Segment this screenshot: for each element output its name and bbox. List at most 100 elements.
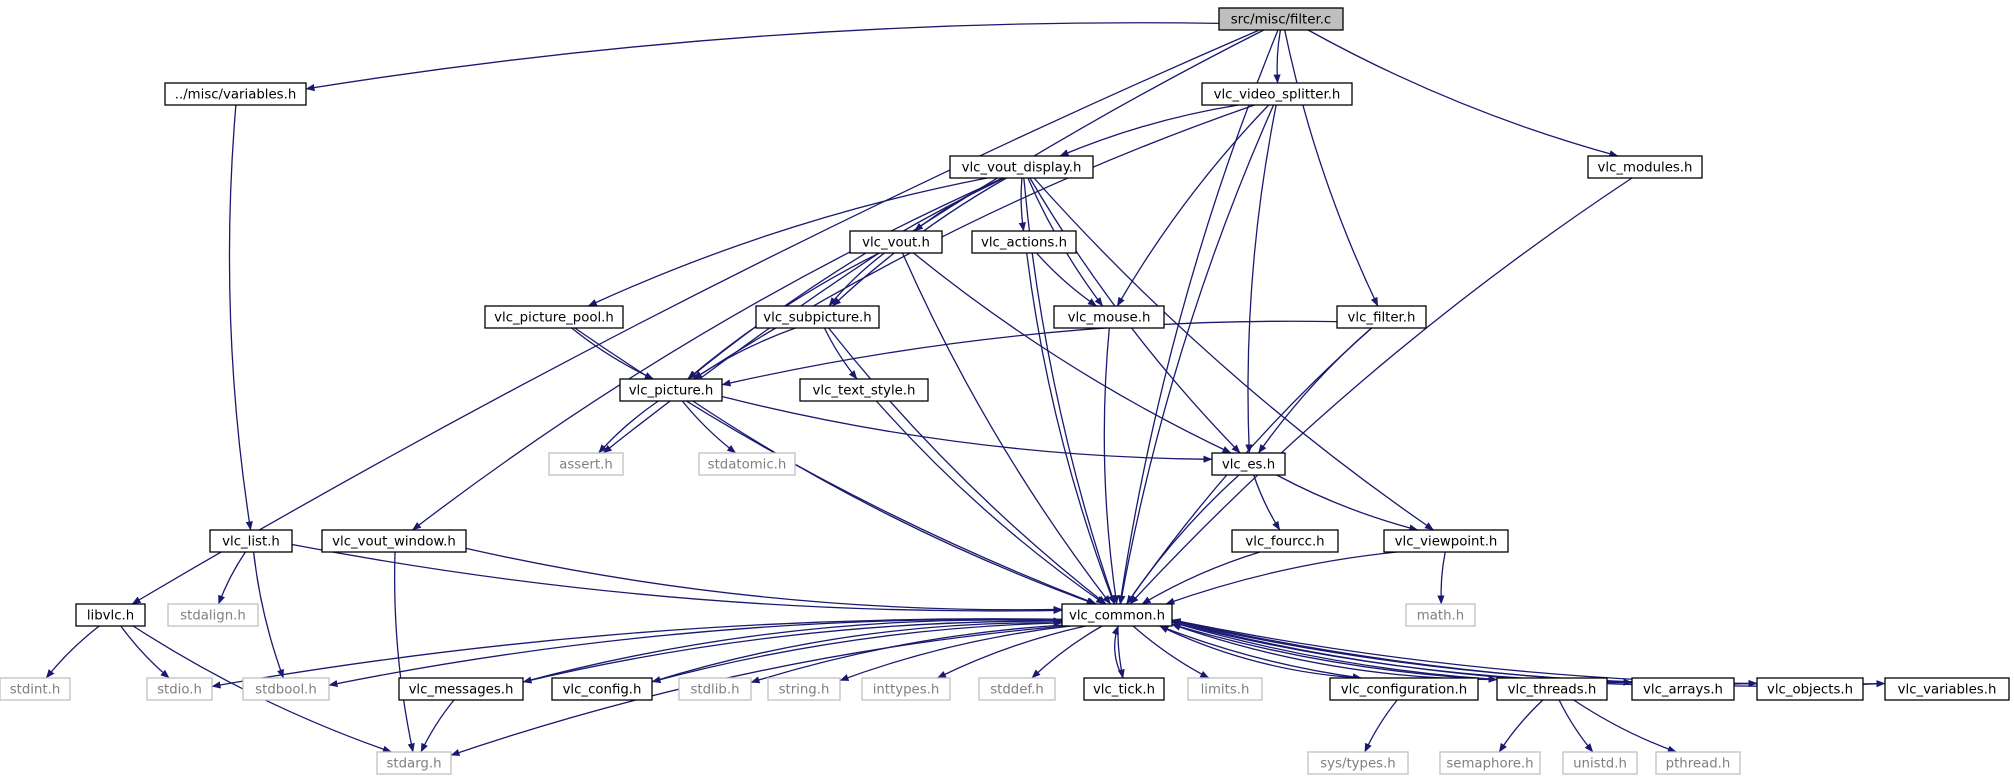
node-limits-h[interactable]: limits.h [1187, 677, 1263, 701]
edge-libvlc-h-to-stdio-h [120, 625, 170, 679]
node-box [1562, 751, 1638, 775]
edge-vlc-common-h-to-stdio-h [211, 618, 1063, 689]
node-stddef-h[interactable]: stddef.h [978, 677, 1056, 701]
node-vlc-vout-window-h[interactable]: vlc_vout_window.h [321, 529, 467, 553]
node-box [1756, 677, 1864, 701]
node-box [1053, 305, 1165, 329]
edge-vlc-common-h-to-inttypes-h [936, 625, 1086, 679]
edge-filter-c-to-variables-h [305, 22, 1220, 92]
node-label: src/misc/filter.c [1231, 13, 1332, 28]
node-vlc-configuration-h[interactable]: vlc_configuration.h [1329, 677, 1479, 701]
edge-vlc-filter-h-to-vlc-picture-h [721, 320, 1338, 387]
node-label: vlc_fourcc.h [1245, 535, 1324, 550]
node-libvlc-h[interactable]: libvlc.h [75, 603, 146, 627]
node-box [1336, 305, 1427, 329]
node-inttypes-h[interactable]: inttypes.h [861, 677, 951, 701]
node-box [1383, 529, 1509, 553]
node-box [678, 677, 752, 701]
edge-vlc-common-h-to-stddef-h [1031, 625, 1103, 679]
node-label: vlc_modules.h [1598, 161, 1693, 176]
node-vlc-tick-h[interactable]: vlc_tick.h [1083, 677, 1165, 701]
node-filter-c[interactable]: src/misc/filter.c [1218, 7, 1344, 31]
edge-variables-h-to-vlc-list-h [228, 104, 253, 531]
node-variables-h[interactable]: ../misc/variables.h [164, 82, 307, 106]
node-vlc-subpicture-h[interactable]: vlc_subpicture.h [755, 305, 880, 329]
node-vlc-threads-h[interactable]: vlc_threads.h [1496, 677, 1608, 701]
edge-vlc-messages-h-to-vlc-common-h [522, 617, 1063, 683]
edge-vlc-config-h-to-vlc-common-h [651, 619, 1063, 683]
node-vlc-viewpoint-h[interactable]: vlc_viewpoint.h [1383, 529, 1509, 553]
node-label: stdint.h [10, 683, 61, 698]
edge-vlc-actions-h-to-vlc-mouse-h [1036, 252, 1097, 307]
node-stdio-h[interactable]: stdio.h [146, 677, 213, 701]
node-vlc-arrays-h[interactable]: vlc_arrays.h [1631, 677, 1735, 701]
node-box [398, 677, 524, 701]
node-box [978, 677, 1056, 701]
node-vlc-objects-h[interactable]: vlc_objects.h [1756, 677, 1864, 701]
node-unistd-h[interactable]: unistd.h [1562, 751, 1638, 775]
node-stdalign-h[interactable]: stdalign.h [167, 603, 259, 627]
edge-vlc-common-h-to-stdarg-h [450, 625, 1065, 756]
node-box [1083, 677, 1165, 701]
node-vlc-video-splitter-h[interactable]: vlc_video_splitter.h [1201, 82, 1353, 106]
node-vlc-mouse-h[interactable]: vlc_mouse.h [1053, 305, 1165, 329]
node-vlc-filter-h[interactable]: vlc_filter.h [1336, 305, 1427, 329]
node-box [799, 378, 929, 402]
edges-layer [45, 22, 1886, 756]
node-box [755, 305, 880, 329]
node-vlc-es-h[interactable]: vlc_es.h [1211, 452, 1286, 476]
edge-vlc-subpicture-h-to-vlc-picture-h [692, 327, 796, 380]
node-label: vlc_filter.h [1348, 311, 1416, 326]
edge-filter-c-to-vlc-modules-h [1307, 29, 1619, 158]
node-stdarg-h[interactable]: stdarg.h [376, 751, 452, 775]
edge-vlc-es-h-to-vlc-fourcc-h [1253, 474, 1281, 531]
node-box [548, 452, 624, 476]
edge-vlc-actions-h-to-vlc-common-h [1026, 252, 1115, 605]
edge-filter-c-to-vlc-filter-h [1284, 29, 1379, 307]
edge-vlc-viewpoint-h-to-vlc-common-h [1165, 551, 1398, 605]
edge-vlc-objects-h-to-vlc-common-h [1171, 619, 1758, 686]
node-stdatomic-h[interactable]: stdatomic.h [698, 452, 796, 476]
edge-vlc-configuration-h-to-sys-types-h [1364, 699, 1398, 753]
node-stdbool-h[interactable]: stdbool.h [242, 677, 330, 701]
node-vlc-list-h[interactable]: vlc_list.h [209, 529, 293, 553]
node-label: unistd.h [1573, 757, 1627, 772]
node-vlc-variables-h[interactable]: vlc_variables.h [1884, 677, 2010, 701]
node-label: vlc_viewpoint.h [1395, 535, 1498, 550]
node-string-h[interactable]: string.h [767, 677, 841, 701]
node-vlc-modules-h[interactable]: vlc_modules.h [1587, 155, 1703, 179]
node-stdint-h[interactable]: stdint.h [0, 677, 71, 701]
edge-vlc-threads-h-to-pthread-h [1573, 699, 1677, 753]
node-vlc-text-style-h[interactable]: vlc_text_style.h [799, 378, 929, 402]
node-vlc-vout-display-h[interactable]: vlc_vout_display.h [949, 155, 1094, 179]
node-label: vlc_messages.h [409, 683, 514, 698]
node-sys-types-h[interactable]: sys/types.h [1307, 751, 1409, 775]
node-vlc-picture-h[interactable]: vlc_picture.h [619, 378, 723, 402]
node-vlc-vout-h[interactable]: vlc_vout.h [849, 230, 943, 254]
node-box [849, 230, 943, 254]
node-vlc-picture-pool-h[interactable]: vlc_picture_pool.h [484, 305, 624, 329]
node-vlc-fourcc-h[interactable]: vlc_fourcc.h [1231, 529, 1339, 553]
node-vlc-config-h[interactable]: vlc_config.h [551, 677, 653, 701]
node-box [167, 603, 259, 627]
node-stdlib-h[interactable]: stdlib.h [678, 677, 752, 701]
node-semaphore-h[interactable]: semaphore.h [1439, 751, 1541, 775]
node-assert-h[interactable]: assert.h [548, 452, 624, 476]
node-pthread-h[interactable]: pthread.h [1655, 751, 1741, 775]
node-box [164, 82, 307, 106]
node-label: vlc_video_splitter.h [1214, 88, 1341, 103]
node-vlc-common-h[interactable]: vlc_common.h [1061, 603, 1173, 627]
edge-vlc-vout-display-h-to-vlc-vout-h [914, 177, 1004, 232]
node-label: vlc_config.h [563, 683, 642, 698]
node-label: vlc_vout_display.h [962, 161, 1082, 176]
node-box [484, 305, 624, 329]
node-label: vlc_variables.h [1898, 683, 1997, 698]
node-math-h[interactable]: math.h [1405, 603, 1476, 627]
node-box [242, 677, 330, 701]
node-label: string.h [779, 683, 830, 698]
node-label: sys/types.h [1320, 757, 1396, 772]
node-vlc-actions-h[interactable]: vlc_actions.h [971, 230, 1077, 254]
node-vlc-messages-h[interactable]: vlc_messages.h [398, 677, 524, 701]
node-box [0, 677, 71, 701]
